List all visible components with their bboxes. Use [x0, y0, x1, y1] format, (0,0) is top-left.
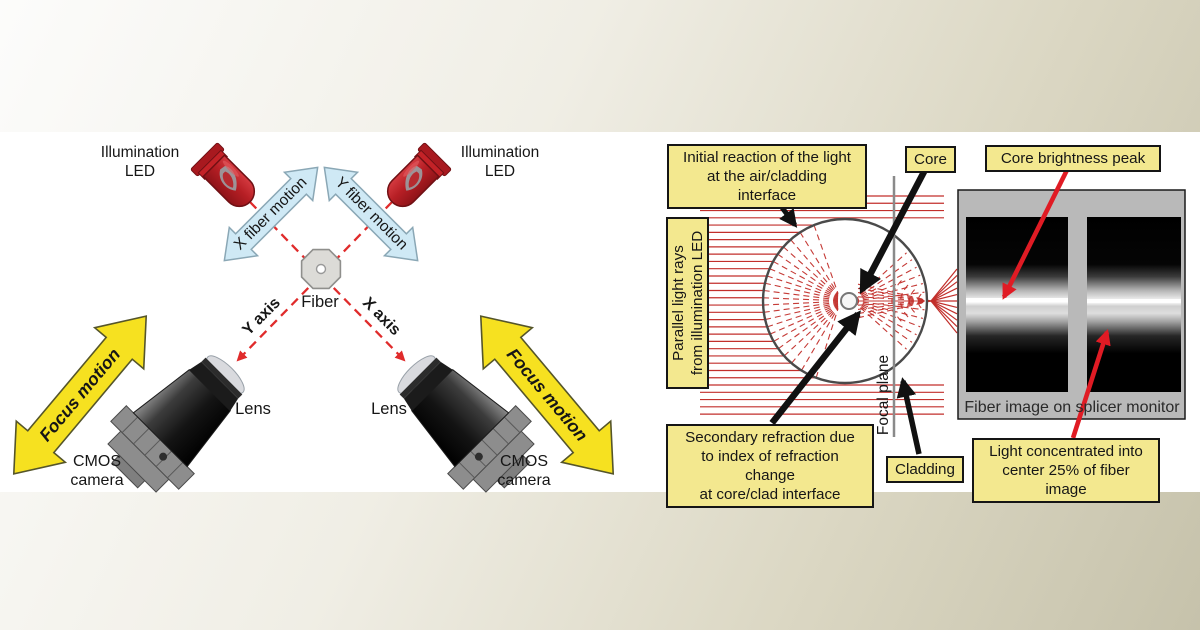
fiber-cross-section	[300, 248, 342, 290]
red-callout-arrows	[1001, 168, 1111, 439]
lens-right-label: Lens	[371, 400, 407, 418]
core-callout: Core	[905, 146, 956, 173]
parallel-light-rays-callout: Parallel light rays from illumination LE…	[666, 217, 709, 389]
light-concentrated-callout: Light concentrated into center 25% of fi…	[972, 438, 1160, 503]
lens-left-label: Lens	[235, 400, 271, 418]
secondary-refraction-callout: Secondary refraction due to index of ref…	[666, 424, 874, 508]
core-brightness-peak-callout: Core brightness peak	[985, 145, 1161, 172]
monitor-caption: Fiber image on splicer monitor	[964, 399, 1180, 416]
x-fiber-motion-arrow	[223, 166, 319, 262]
focus-motion-arrow-right	[479, 315, 615, 475]
focus-motion-arrow-left	[12, 315, 148, 475]
illumination-led-right-label: Illumination LED	[460, 144, 540, 180]
initial-reaction-callout: Initial reaction of the light at the air…	[667, 144, 867, 209]
cmos-camera-right-graphic	[397, 355, 535, 493]
illumination-led-right-graphic	[386, 142, 452, 208]
illumination-led-left-graphic	[190, 142, 256, 208]
cmos-camera-left-label: CMOS camera	[70, 453, 124, 490]
splicer-monitor-image	[957, 189, 1186, 420]
fiber-label: Fiber	[301, 293, 339, 311]
focal-plane-label: Focal plane	[875, 354, 892, 436]
illumination-led-left-label: Illumination LED	[100, 144, 180, 180]
cladding-callout: Cladding	[886, 456, 964, 483]
parallel-light-rays-text: Parallel light rays from illumination LE…	[669, 230, 706, 376]
y-fiber-motion-arrow	[323, 166, 419, 262]
cladding-circle	[761, 176, 929, 437]
cmos-camera-left-graphic	[107, 355, 245, 493]
cmos-camera-right-label: CMOS camera	[497, 453, 551, 490]
